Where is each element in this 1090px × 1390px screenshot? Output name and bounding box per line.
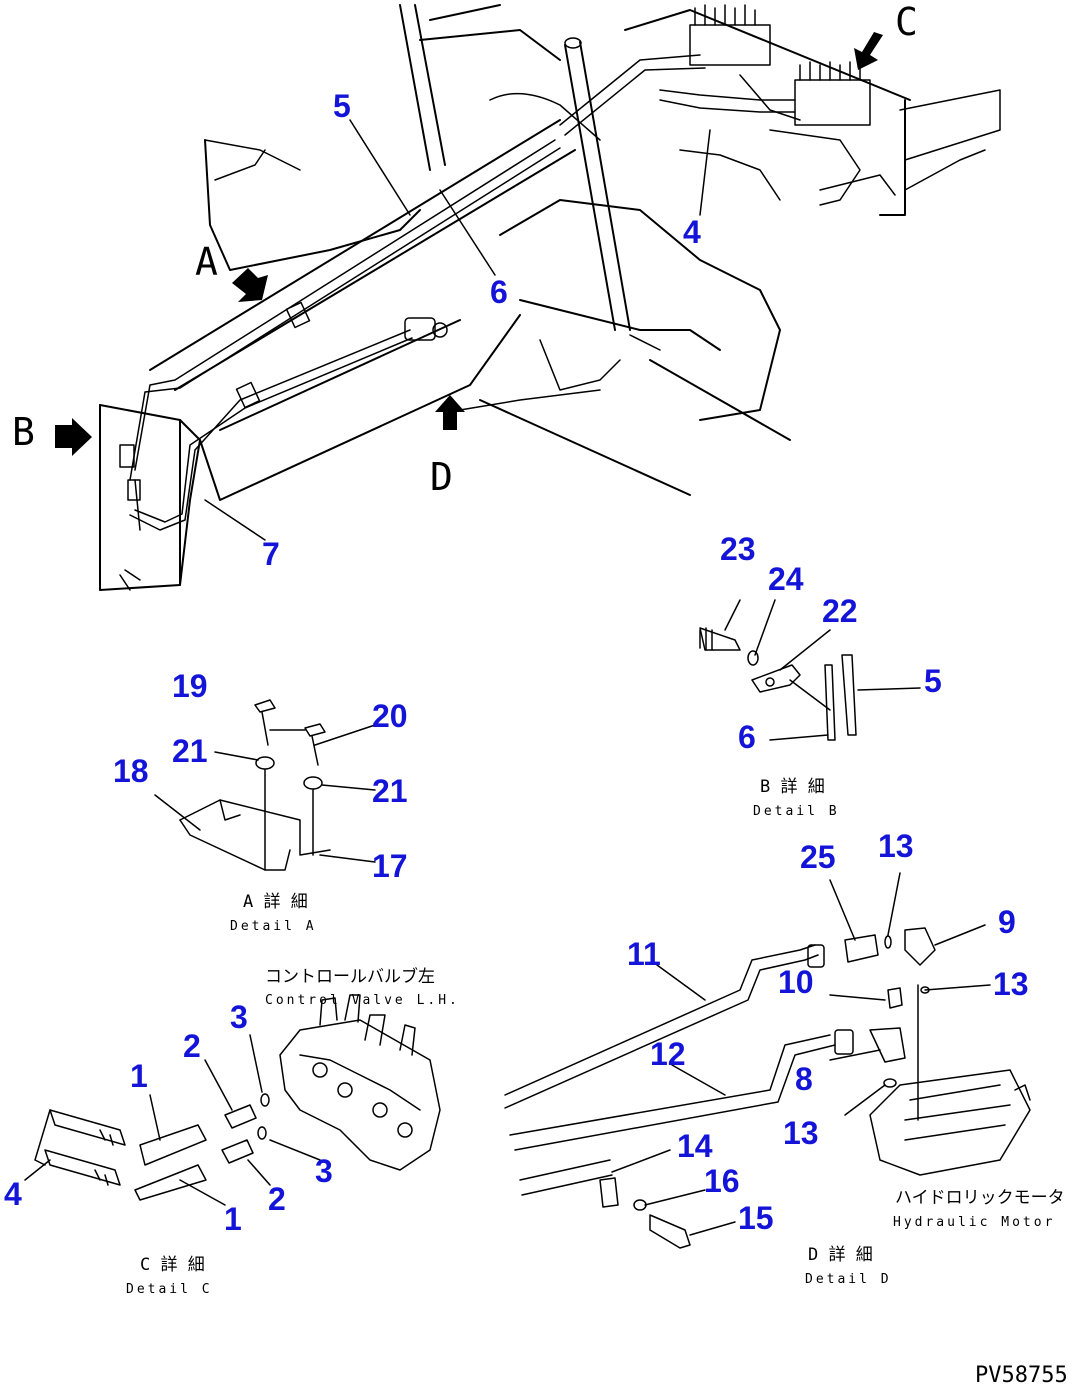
callout-5b: 5 <box>924 663 942 699</box>
callout-4: 4 <box>683 214 701 250</box>
callout-13b: 13 <box>993 966 1029 1002</box>
callout-1b: 1 <box>224 1201 242 1237</box>
callout-24: 24 <box>768 561 804 597</box>
detail-a-caption-en: Detail A <box>230 919 317 934</box>
callout-14: 14 <box>677 1128 713 1164</box>
callout-16: 16 <box>704 1163 740 1199</box>
detail-a-caption: A 詳 細 <box>243 892 308 912</box>
detail-b-caption: B 詳 細 <box>760 777 825 797</box>
detail-a-drawing <box>154 699 376 871</box>
callout-5: 5 <box>333 88 351 124</box>
detail-d-caption-en: Detail D <box>805 1272 892 1287</box>
view-letter-d: D <box>430 455 453 499</box>
drawing-code: PV58755 <box>975 1363 1068 1388</box>
arrow-c <box>854 32 883 70</box>
callout-19: 19 <box>172 668 208 704</box>
callout-4b: 4 <box>4 1176 22 1212</box>
callout-21: 21 <box>172 733 208 769</box>
view-letter-b: B <box>12 410 35 454</box>
callout-13c: 13 <box>783 1115 819 1151</box>
detail-b-caption-en: Detail B <box>753 804 840 819</box>
callout-9: 9 <box>998 904 1016 940</box>
detail-c-drawing <box>24 994 441 1206</box>
detail-d-caption: D 詳 細 <box>808 1245 873 1265</box>
callout-15: 15 <box>738 1200 774 1236</box>
hydraulic-motor-label-en: Hydraulic Motor <box>893 1215 1055 1230</box>
arrow-a <box>232 268 268 302</box>
hydraulic-motor-label: ハイドロリックモータ <box>895 1188 1065 1208</box>
detail-c-caption-en: Detail C <box>126 1282 213 1297</box>
callout-6b: 6 <box>738 719 756 755</box>
callout-3: 3 <box>230 999 248 1035</box>
control-valve-label: コントロールバルブ左 <box>265 966 435 987</box>
callout-17: 17 <box>372 848 408 884</box>
main-assembly <box>55 4 1001 591</box>
callout-11: 11 <box>627 936 661 972</box>
callout-13: 13 <box>878 828 914 864</box>
callout-18: 18 <box>113 753 149 789</box>
arrow-b <box>55 418 92 456</box>
view-letter-a: A <box>195 240 218 284</box>
control-valve-label-en: Control Valve L.H. <box>265 993 460 1008</box>
detail-d-drawing <box>504 872 1031 1249</box>
callout-23: 23 <box>720 531 756 567</box>
callout-1: 1 <box>130 1058 148 1094</box>
callout-8: 8 <box>795 1061 813 1097</box>
callout-2: 2 <box>183 1028 201 1064</box>
callout-12: 12 <box>650 1036 686 1072</box>
view-letter-c: C <box>895 0 918 44</box>
callout-22: 22 <box>822 593 858 629</box>
callout-21b: 21 <box>372 773 408 809</box>
callout-20: 20 <box>372 698 408 734</box>
arrow-d <box>435 395 465 430</box>
detail-c-caption: C 詳 細 <box>140 1255 205 1275</box>
callout-6: 6 <box>490 274 508 310</box>
callout-7: 7 <box>262 536 280 572</box>
callout-2b: 2 <box>268 1181 286 1217</box>
callout-3b: 3 <box>315 1153 333 1189</box>
detail-b-drawing <box>699 599 921 741</box>
callout-10: 10 <box>778 964 814 1000</box>
callout-25: 25 <box>800 839 836 875</box>
